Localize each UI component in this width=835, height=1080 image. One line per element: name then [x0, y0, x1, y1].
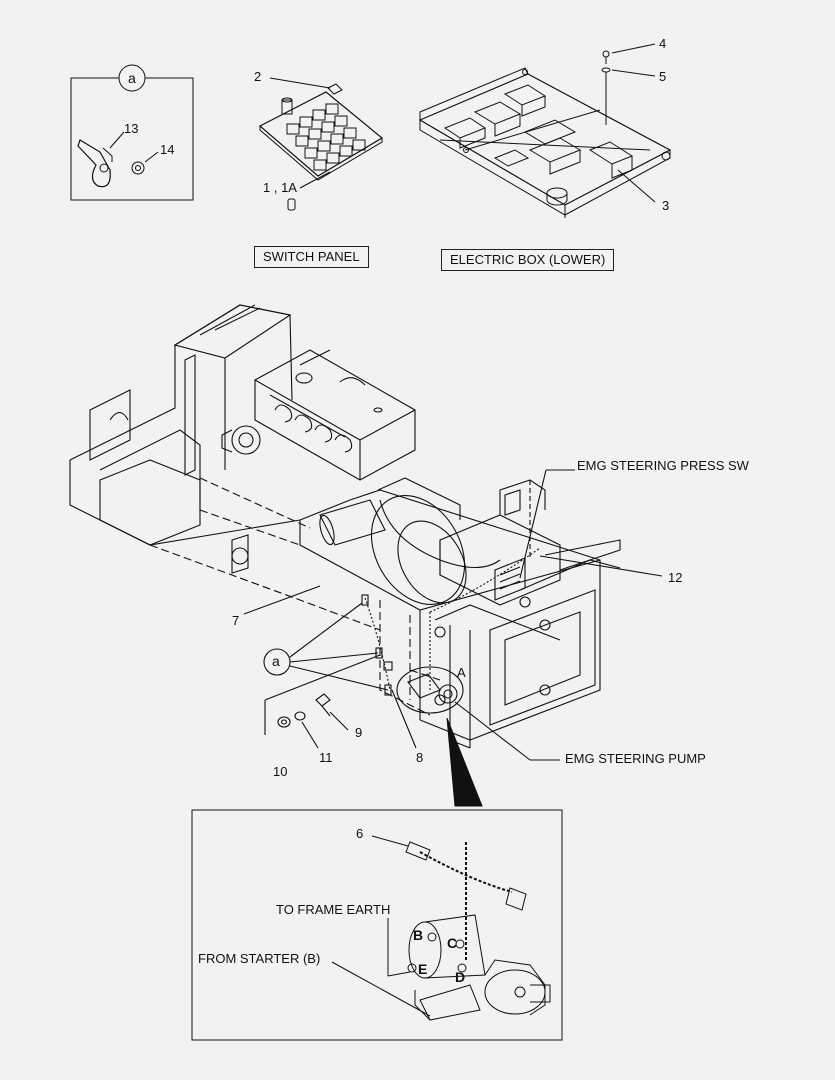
terminal-c-label: C: [447, 935, 458, 951]
part-number-7: 7: [232, 613, 240, 628]
part-number-13: 13: [124, 121, 139, 136]
terminal-e-label: E: [418, 961, 428, 977]
electric-box-label: ELECTRIC BOX (LOWER): [441, 249, 615, 271]
machine-assembly-drawing: [69, 304, 663, 761]
terminal-b-label: B: [413, 927, 424, 943]
part-number-5: 5: [659, 69, 667, 84]
from-starter-b-label: FROM STARTER (B): [198, 951, 321, 966]
part-number-3: 3: [662, 198, 670, 213]
electric-box-drawing: [418, 43, 672, 218]
part-number-11: 11: [319, 750, 333, 765]
detail-arrow: [446, 717, 483, 807]
to-frame-earth-label: TO FRAME EARTH: [276, 902, 391, 917]
switch-panel-label: SWITCH PANEL: [254, 246, 369, 268]
callout-a-main: a: [272, 653, 280, 669]
part-number-12: 12: [668, 570, 683, 585]
detail-a-label: A: [457, 665, 466, 680]
part-number-4: 4: [659, 36, 667, 51]
part-number-8: 8: [416, 750, 424, 765]
emg-steering-pump-label: EMG STEERING PUMP: [565, 751, 706, 766]
part-number-10: 10: [273, 764, 288, 779]
part-number-9: 9: [355, 725, 363, 740]
part-number-6: 6: [356, 826, 364, 841]
switch-panel-drawing: [258, 77, 384, 211]
part-number-14: 14: [160, 142, 175, 157]
terminal-d-label: D: [455, 969, 466, 985]
part-number-1-1a: 1 , 1A: [263, 180, 297, 195]
detail-box: [191, 809, 563, 1041]
callout-a-top: a: [128, 70, 136, 86]
part-number-2: 2: [254, 69, 262, 84]
detail-a-box: [70, 64, 194, 201]
emg-steering-press-sw-label: EMG STEERING PRESS SW: [577, 458, 749, 473]
